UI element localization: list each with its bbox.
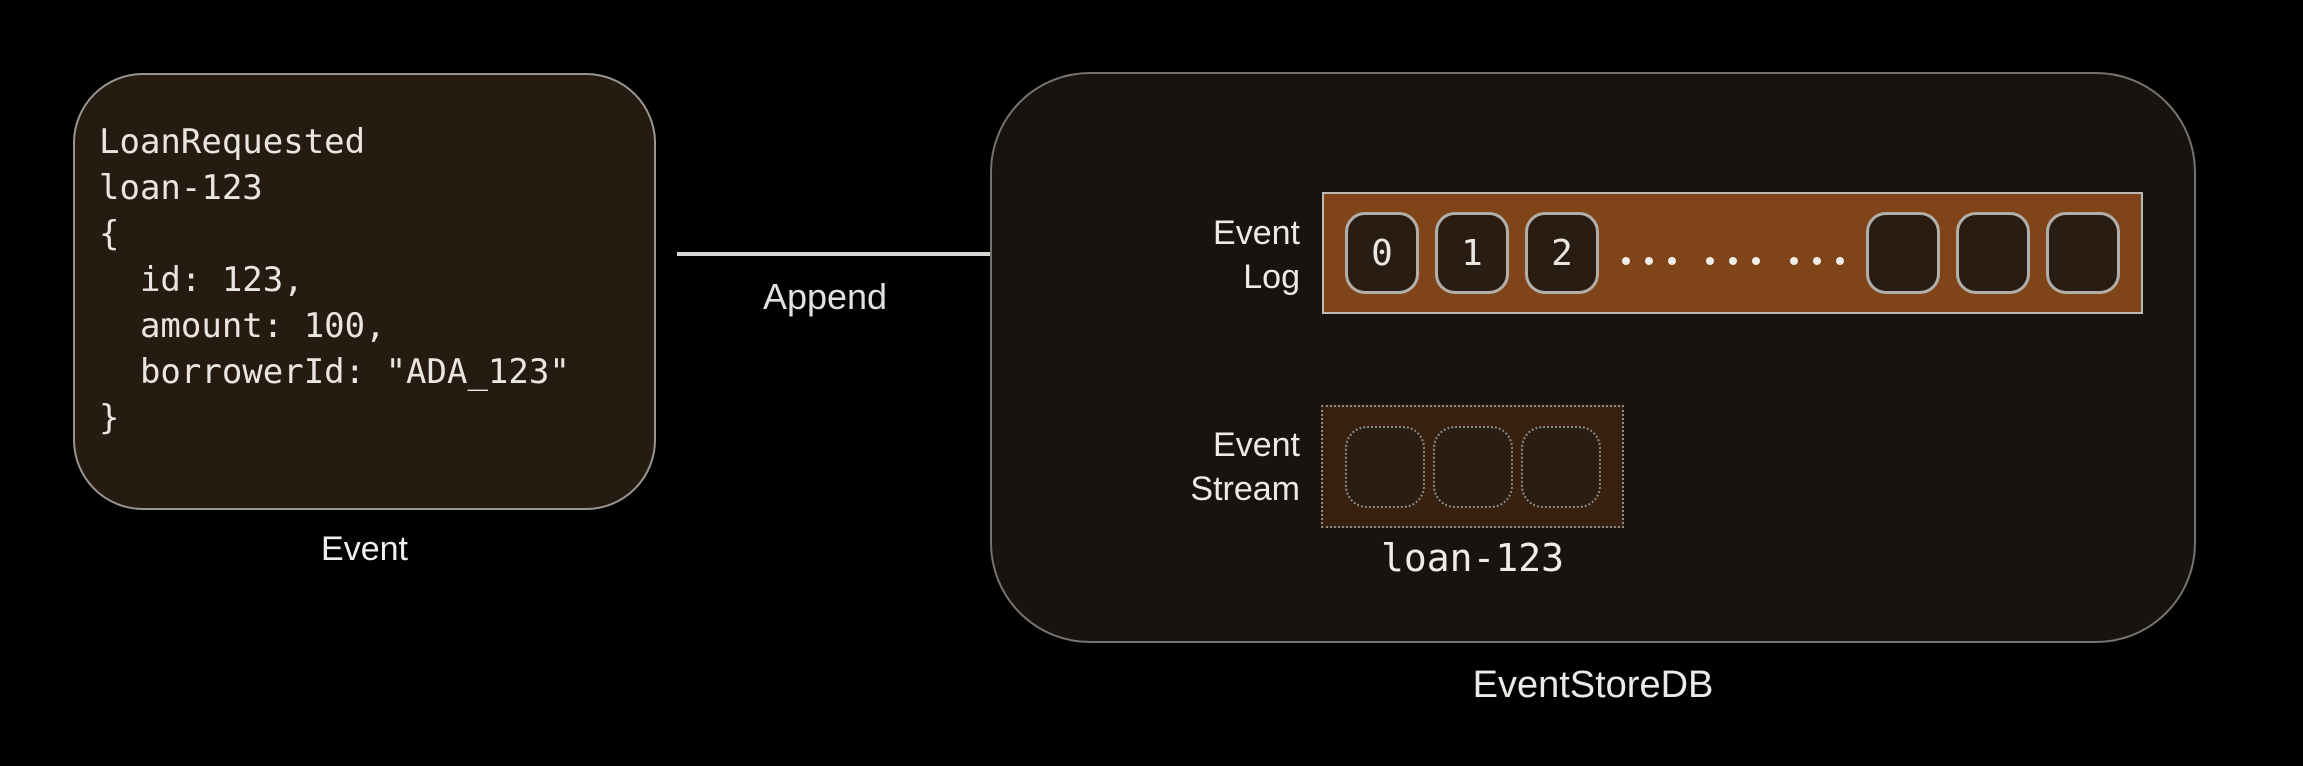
stream-placeholder-cell bbox=[1432, 425, 1513, 508]
code-line: LoanRequested bbox=[99, 122, 366, 162]
event-caption: Event bbox=[321, 530, 408, 568]
dot bbox=[1812, 257, 1821, 265]
log-cell-empty bbox=[2046, 212, 2120, 294]
code-line: { bbox=[99, 214, 120, 254]
log-cell-2: 2 bbox=[1525, 212, 1599, 294]
dot bbox=[1789, 257, 1798, 265]
event-log-label-line2: Log bbox=[1243, 258, 1300, 296]
dot-group bbox=[1705, 257, 1760, 265]
dot bbox=[1644, 257, 1653, 265]
event-stream-label-line2: Stream bbox=[1190, 470, 1300, 508]
log-ellipsis-dots bbox=[1621, 257, 1844, 265]
event-log-label-line1: Event bbox=[1213, 214, 1300, 252]
dot bbox=[1705, 257, 1714, 265]
stream-placeholder-cell bbox=[1520, 425, 1601, 508]
stream-name-label: loan-123 bbox=[1380, 536, 1565, 580]
event-stream-label-line1: Event bbox=[1213, 426, 1300, 464]
eventstoredb-caption: EventStoreDB bbox=[1472, 664, 1714, 706]
log-cell-empty bbox=[1956, 212, 2030, 294]
eventstoredb-container bbox=[990, 72, 2196, 643]
append-label: Append bbox=[762, 276, 888, 317]
event-code-block: LoanRequested loan-123 { id: 123, amount… bbox=[75, 75, 654, 441]
log-cell-1: 1 bbox=[1435, 212, 1509, 294]
code-line: } bbox=[99, 398, 120, 438]
event-log-label: Event Log bbox=[1010, 211, 1300, 299]
dot bbox=[1621, 257, 1630, 265]
code-line: id: 123, bbox=[99, 260, 304, 300]
dot-group bbox=[1789, 257, 1844, 265]
code-line: loan-123 bbox=[99, 168, 263, 208]
event-card: LoanRequested loan-123 { id: 123, amount… bbox=[73, 73, 656, 510]
code-line: borrowerId: "ADA_123" bbox=[99, 352, 570, 392]
stream-placeholder-cell bbox=[1344, 425, 1425, 508]
dot bbox=[1667, 257, 1676, 265]
event-stream-box bbox=[1321, 405, 1624, 528]
dot bbox=[1751, 257, 1760, 265]
event-stream-label: Event Stream bbox=[1010, 423, 1300, 511]
dot bbox=[1728, 257, 1737, 265]
dot-group bbox=[1621, 257, 1676, 265]
log-cell-0: 0 bbox=[1345, 212, 1419, 294]
log-empty-cells bbox=[1866, 212, 2120, 294]
log-cell-empty bbox=[1866, 212, 1940, 294]
dot bbox=[1835, 257, 1844, 265]
code-line: amount: 100, bbox=[99, 306, 386, 346]
